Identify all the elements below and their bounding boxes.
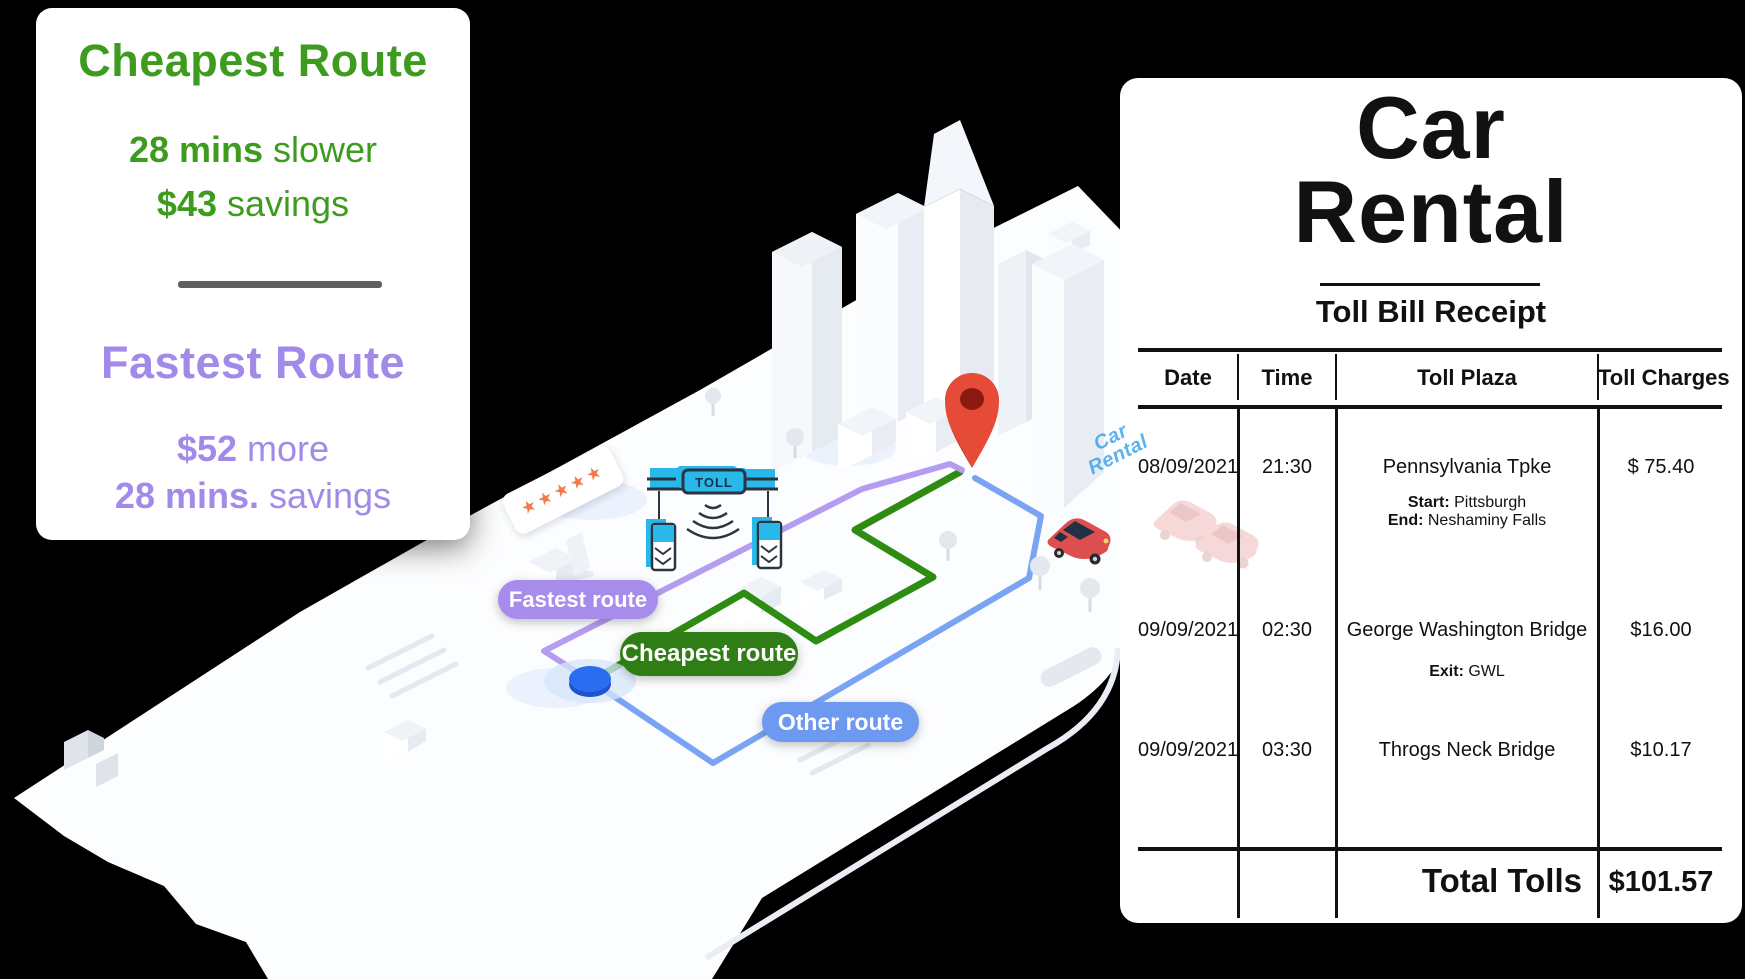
column-header-date: Date [1164,365,1212,390]
row1-detail-end-label: End: [1387,512,1424,529]
map-roads [365,633,871,776]
column-header-plaza: Toll Plaza [1417,365,1517,390]
cheapest-time-stat: 28 mins slower [36,129,470,171]
fastest-cost-suffix: more [237,428,330,469]
fastest-savings-stat: 28 mins. savings [36,475,470,517]
other-route-pill: Other route [762,702,919,742]
column-line [1335,409,1338,918]
total-tolls-value: $101.57 [1608,866,1714,898]
route-cheapest-line [587,468,964,685]
row1-charge: $ 75.40 [1627,456,1695,478]
row1-plaza: Pennsylvania Tpke [1382,456,1552,478]
cheapest-route-pill: Cheapest route [620,632,798,676]
receipt-title-line1: Car [1356,78,1506,177]
row2-detail-exit-value: GWL [1463,663,1505,680]
table-top-rule [1138,348,1722,352]
toll-wifi-arcs [686,503,740,540]
row1-detail-start-label: Start: [1407,494,1450,511]
routes [541,461,1044,766]
cheapest-savings-suffix: savings [217,183,350,224]
table-header-rule [1138,405,1722,409]
trees [705,388,1100,612]
route-other-line [588,475,1044,766]
row1-detail-start: Start: Pittsburgh [1336,493,1598,513]
table-total-rule [1138,847,1722,851]
toll-gate: TOLL [646,466,783,572]
receipt-title-rule [1320,283,1540,286]
cheapest-savings-value: $43 [156,183,217,224]
fastest-route-title: Fastest Route [100,337,406,388]
row1-detail-end-value: Neshaminy Falls [1423,512,1547,529]
card-divider [178,281,382,288]
route-comparison-card: Cheapest Route 28 mins slower $43 saving… [36,8,470,540]
billboard-post [562,532,594,579]
cheapest-route-title: Cheapest Route [78,35,428,86]
red-car [1047,518,1111,565]
row3-charge: $10.17 [1630,739,1692,761]
phone-speaker-slot [1040,647,1102,687]
city-buildings [64,120,1104,787]
destination-pin [945,373,999,468]
fastest-savings-suffix: savings [259,475,392,516]
row3-date: 09/09/2021 [1138,739,1239,761]
row2-time: 02:30 [1261,619,1313,641]
toll-sign-text: TOLL [695,475,733,490]
column-header-time: Time [1261,365,1313,390]
fastest-route-pill: Fastest route [498,580,658,619]
row3-time: 03:30 [1261,739,1313,761]
toll-receipt-card: Car Rental Toll Bill Receipt Date Time T… [1120,78,1742,923]
receipt-title: Car Rental [1120,78,1742,261]
header-separator [1335,354,1337,400]
column-line [1237,409,1240,918]
row2-plaza: George Washington Bridge [1346,619,1588,641]
row1-detail-end: End: Neshaminy Falls [1336,511,1598,531]
fastest-cost-value: $52 [176,428,238,469]
total-tolls-label: Total Tolls [1421,862,1582,899]
fastest-savings-value: 28 mins. [114,475,259,516]
row2-charge: $16.00 [1630,619,1692,641]
receipt-title-line2: Rental [1293,162,1569,261]
route-start-dot [544,659,636,703]
cheapest-time-suffix: slower [263,129,378,170]
fastest-cost-stat: $52 more [36,428,470,470]
row3-plaza: Throgs Neck Bridge [1378,739,1556,761]
row2-date: 09/09/2021 [1138,619,1239,641]
route-fastest-line [541,461,965,684]
header-separator [1597,354,1599,400]
ghost-cars [1153,500,1259,569]
cheapest-time-value: 28 mins [128,129,264,170]
column-header-charges: Toll Charges [1598,365,1730,390]
row1-date: 08/09/2021 [1138,456,1239,478]
column-line [1597,409,1600,918]
cheapest-savings-stat: $43 savings [36,183,470,225]
row1-time: 21:30 [1261,456,1313,478]
header-separator [1237,354,1239,400]
row2-detail-exit-label: Exit: [1429,663,1464,680]
receipt-subtitle: Toll Bill Receipt [1315,294,1547,329]
phone-bezel-line [704,647,1121,961]
row2-detail-exit: Exit: GWL [1336,662,1598,682]
row1-detail-start-value: Pittsburgh [1449,494,1527,511]
